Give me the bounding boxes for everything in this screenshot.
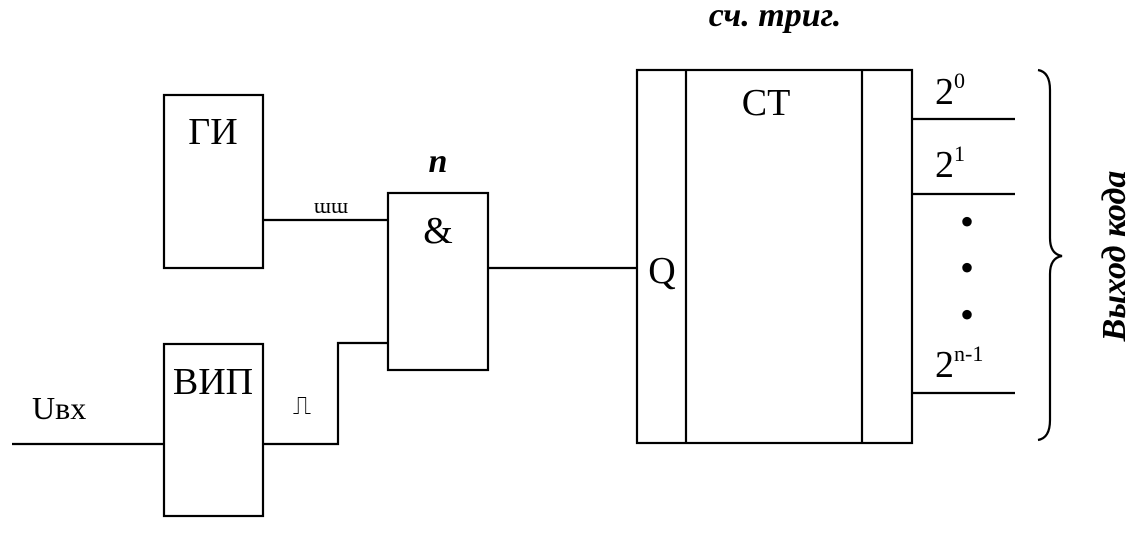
output-label-0: 20 — [935, 68, 965, 113]
counter-title: сч. триг. — [709, 0, 841, 34]
generator-block — [162, 93, 265, 270]
ellipsis-dot-3: • — [960, 292, 974, 337]
and-gate-symbol: & — [423, 210, 453, 252]
vip-label: ВИП — [173, 361, 253, 403]
and-gate-label: n — [429, 143, 448, 180]
ellipsis-dot-2: • — [960, 245, 974, 290]
output-label-n-minus-1: 2n-1 — [935, 341, 983, 386]
output-code-label: Выход кода — [1096, 171, 1133, 343]
output-label-1-exp: 1 — [954, 141, 965, 166]
counter-input-label: Q — [648, 250, 675, 292]
output-label-n-minus-1-base: 2 — [935, 344, 954, 386]
vip-block — [162, 342, 265, 518]
output-label-0-exp: 0 — [954, 68, 965, 93]
and-gate — [386, 191, 490, 372]
generator-label: ГИ — [188, 111, 237, 153]
counter-label: СТ — [742, 82, 791, 124]
output-label-1: 21 — [935, 141, 965, 186]
vip-to-gate-wire — [263, 341, 388, 446]
output-label-0-base: 2 — [935, 71, 954, 113]
output-brace — [1037, 68, 1063, 442]
gate-pulse-mark: ⎍ — [293, 391, 311, 420]
output-label-1-base: 2 — [935, 144, 954, 186]
ellipsis-dot-1: • — [960, 199, 974, 244]
counter-block — [635, 68, 914, 445]
input-signal-label: Uвх — [32, 390, 86, 426]
pulse-train-mark: ɯɯ — [314, 193, 348, 218]
output-label-n-minus-1-exp: n-1 — [954, 341, 983, 366]
